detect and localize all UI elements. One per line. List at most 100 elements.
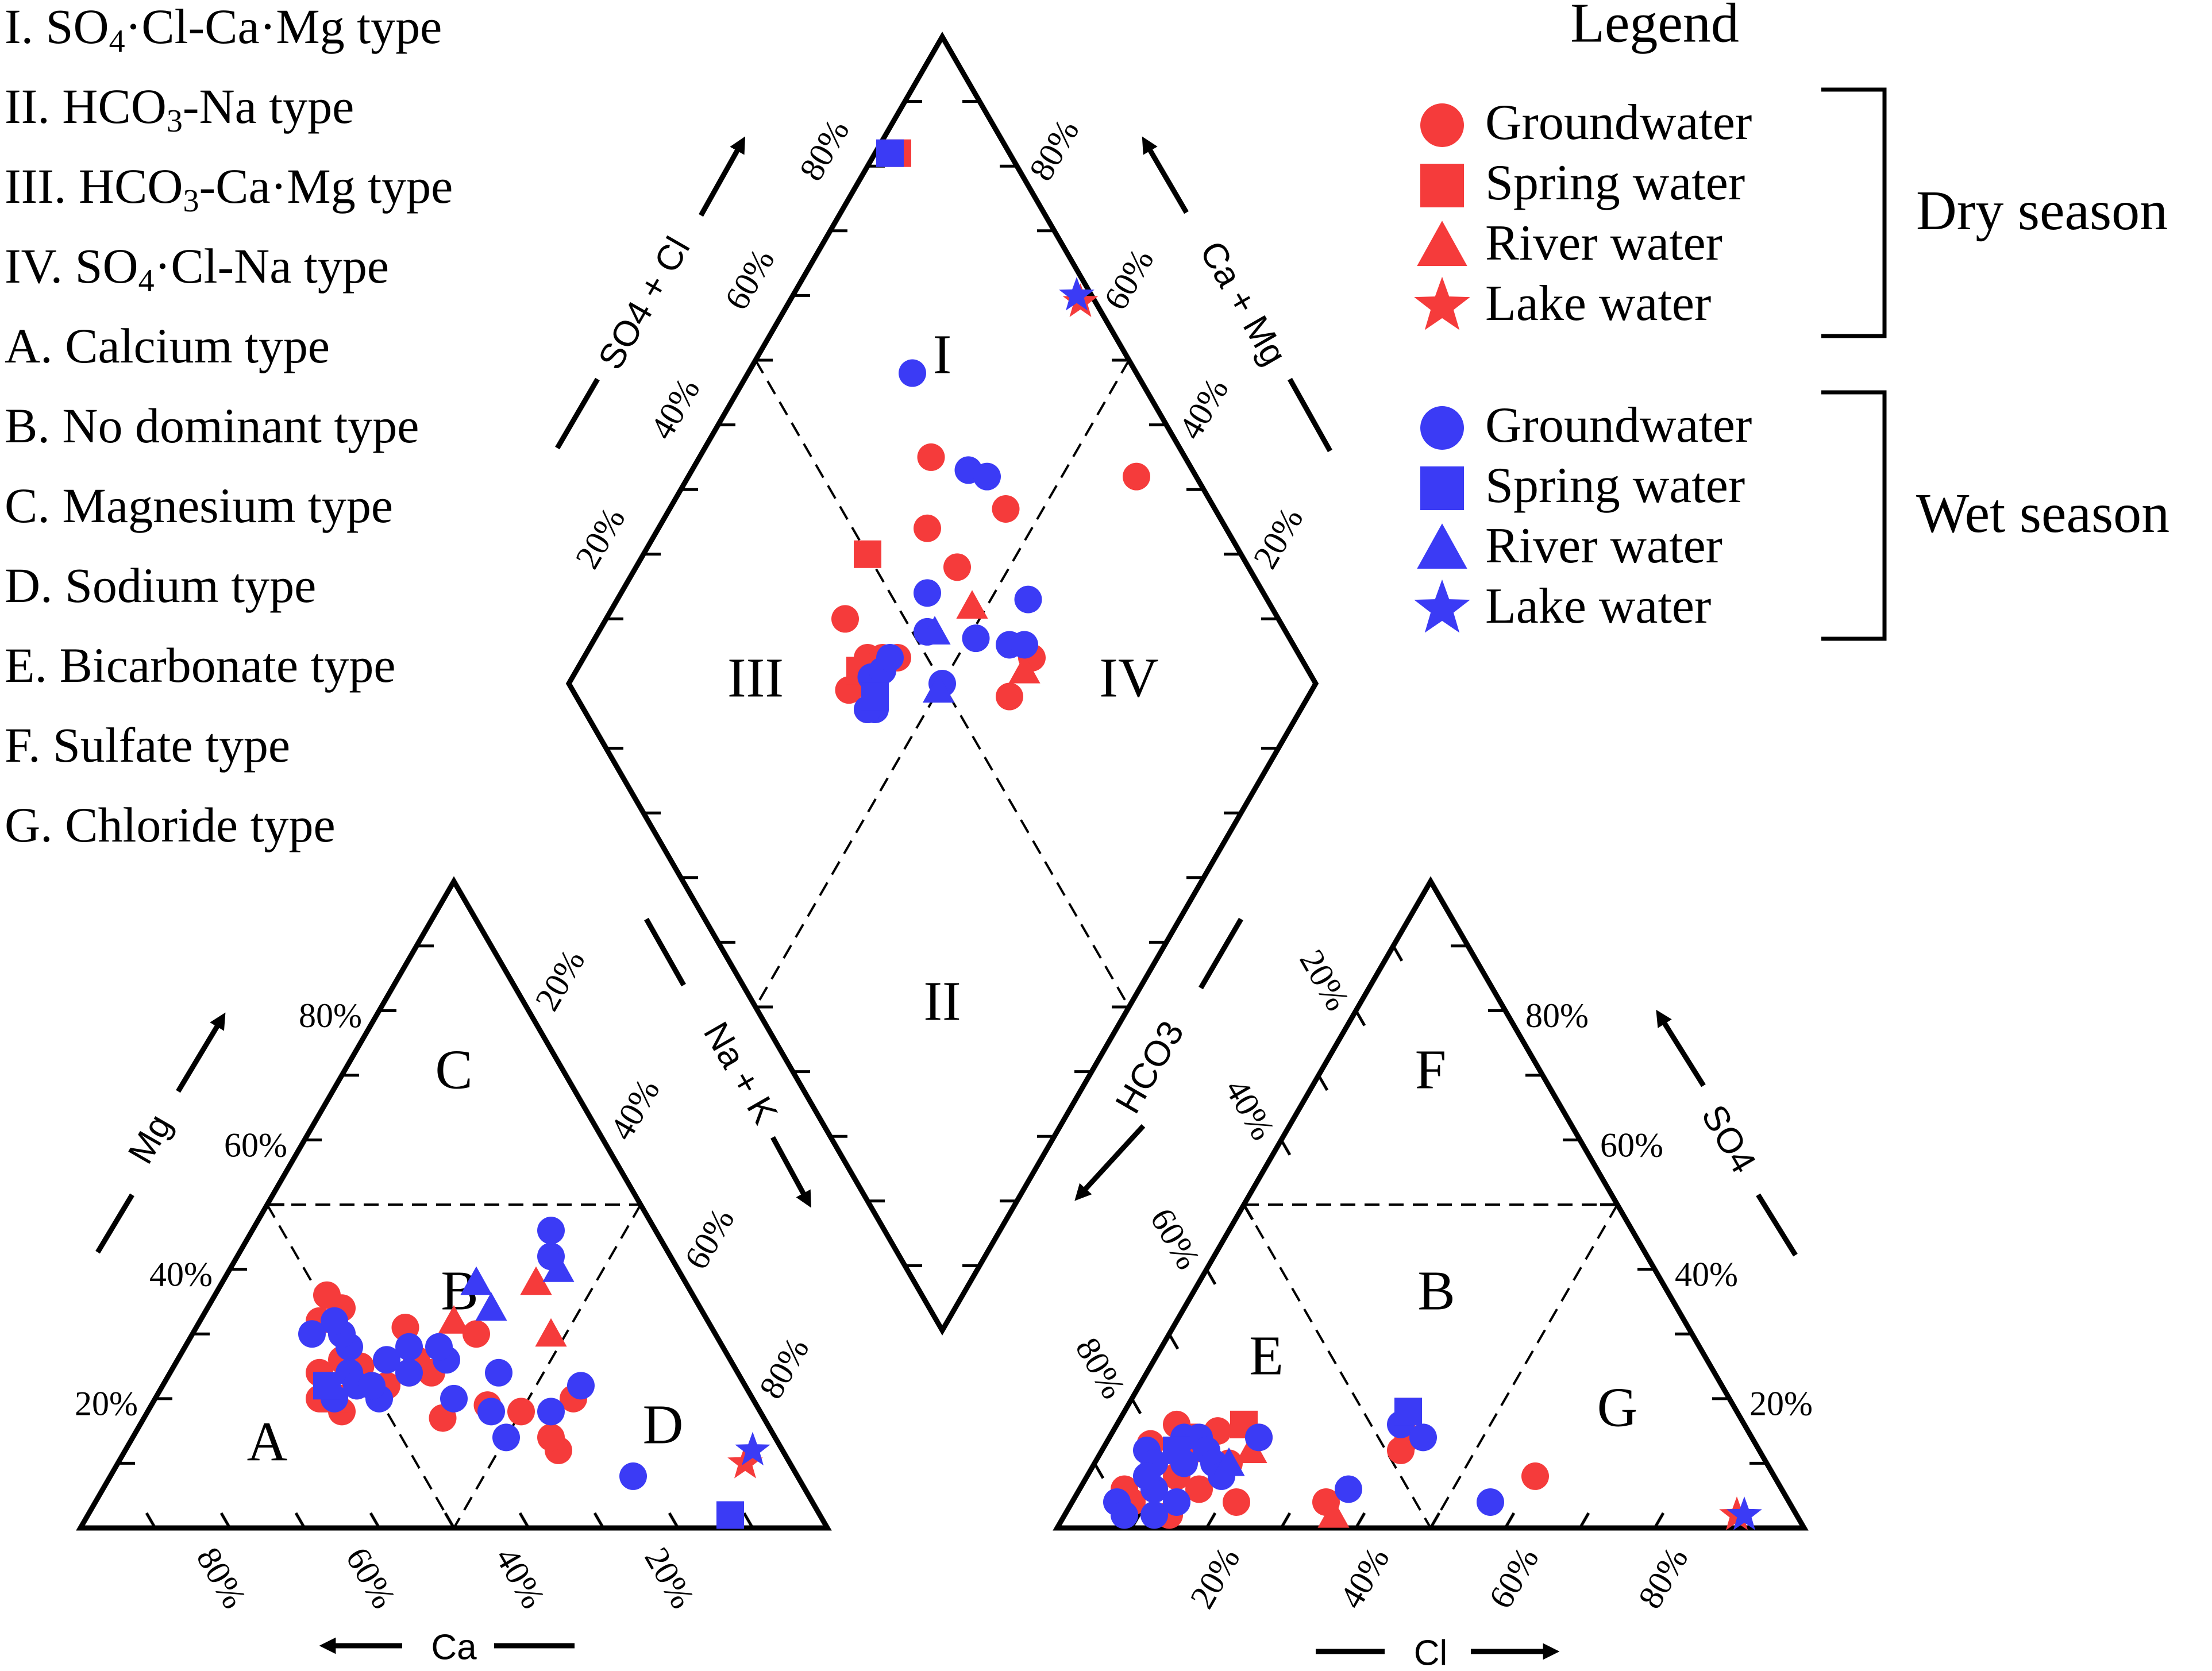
classification-item-text: ·Cl-Ca·Mg type xyxy=(125,0,442,54)
legend-item-label: River water xyxy=(1485,215,1722,271)
data-point xyxy=(507,1398,535,1426)
hco3-axis-line xyxy=(1199,917,1243,990)
classification-item: I. SO4·Cl-Ca·Mg type xyxy=(5,0,442,59)
data-point xyxy=(438,1305,470,1334)
data-point xyxy=(899,359,926,387)
anion-bottom-tick xyxy=(1205,1512,1217,1529)
data-point xyxy=(996,682,1023,711)
diamond-region-III: III xyxy=(727,647,784,709)
diamond-so4cl-tick-label: 20% xyxy=(568,501,633,575)
anion-left-tick xyxy=(1205,1268,1217,1285)
diamond-so4cl-tick-label: 40% xyxy=(643,372,707,445)
legend-item-label: Lake water xyxy=(1485,276,1711,331)
data-point xyxy=(1111,1501,1138,1529)
data-point xyxy=(460,1266,492,1295)
data-point xyxy=(1014,585,1042,613)
classification-item: D. Sodium type xyxy=(5,558,316,613)
data-point xyxy=(831,605,859,633)
data-point xyxy=(1223,1488,1250,1516)
data-point xyxy=(1008,654,1041,684)
data-point xyxy=(1163,1488,1190,1516)
diamond-camg-tick-label: 80% xyxy=(1022,113,1086,187)
so4-axis-arrow xyxy=(1656,1009,1706,1087)
anion-so4-tick-label: 60% xyxy=(1600,1126,1663,1164)
data-point xyxy=(1245,1423,1273,1452)
data-point xyxy=(1477,1488,1504,1516)
classification-item-text: A. Calcium type xyxy=(5,318,330,373)
cation-dash-line xyxy=(453,1204,642,1529)
data-point xyxy=(542,1253,575,1282)
anion-dash-line xyxy=(1429,1204,1618,1529)
anion-so4-tick-label: 80% xyxy=(1525,997,1589,1035)
diamond-so4cl-tick-label: 80% xyxy=(792,113,857,187)
cation-mg-tick-label: 80% xyxy=(299,997,362,1035)
axis-labels: 20%40%60%80%20%40%60%80%80%60%40%20%20%4… xyxy=(75,113,1813,1671)
cation-region-A: A xyxy=(247,1411,288,1473)
anion-left-tick xyxy=(1242,1203,1254,1221)
cation-ca-tick-label: 80% xyxy=(189,1541,253,1615)
diamond-camg-tick-label: 20% xyxy=(1246,501,1311,575)
data-point xyxy=(440,1384,468,1413)
anion-hco3-tick-label: 80% xyxy=(1068,1332,1132,1405)
legend-marker-square xyxy=(1420,164,1464,207)
hco3-axis-title: HCO3 xyxy=(1108,1014,1192,1120)
data-point xyxy=(492,1423,520,1452)
central-diamond xyxy=(565,31,1319,1336)
data-point xyxy=(477,1398,505,1426)
classification-item-text: B. No dominant type xyxy=(5,398,419,453)
diamond-camg-tick-label: 60% xyxy=(1097,242,1161,316)
anion-cl-tick-label: 20% xyxy=(1183,1541,1247,1615)
data-point xyxy=(861,682,889,711)
cation-mg-tick-label: 20% xyxy=(75,1385,138,1423)
ca-axis-title: Ca xyxy=(431,1627,477,1667)
mg-axis-arrow xyxy=(176,1012,226,1093)
anion-left-tick xyxy=(1167,1333,1180,1350)
data-point xyxy=(619,1462,647,1490)
cation-right-tick xyxy=(593,1124,605,1141)
classification-item-text: IV. SO xyxy=(5,238,138,294)
legend-group-label: Dry season xyxy=(1916,180,2168,242)
cation-region-D: D xyxy=(643,1394,684,1456)
data-point xyxy=(313,1281,341,1309)
data-point xyxy=(1409,1423,1437,1452)
anion-region-F: F xyxy=(1415,1039,1447,1101)
classification-item-subscript: 3 xyxy=(167,103,183,139)
classification-item: III. HCO3-Ca·Mg type xyxy=(5,159,453,219)
data-point xyxy=(520,1266,552,1295)
classification-item-subscript: 3 xyxy=(183,183,199,219)
legend-marker-circle xyxy=(1420,406,1464,450)
classification-item-text: -Na type xyxy=(183,79,354,134)
anion-left-tick xyxy=(1317,1074,1329,1091)
anion-bottom-tick xyxy=(1429,1512,1441,1529)
data-point xyxy=(876,643,904,672)
data-point xyxy=(1521,1462,1549,1490)
cation-ca-tick-label: 60% xyxy=(338,1541,403,1615)
camg-axis-line xyxy=(1288,377,1332,453)
classification-item: B. No dominant type xyxy=(5,398,419,453)
cation-mg-tick-label: 60% xyxy=(224,1126,287,1164)
cation-bottom-tick xyxy=(668,1512,680,1529)
data-point xyxy=(876,139,904,167)
data-point xyxy=(358,1372,386,1400)
cation-nak-tick-label: 80% xyxy=(752,1332,816,1405)
classification-item: A. Calcium type xyxy=(5,318,330,373)
anion-region-E: E xyxy=(1249,1325,1284,1387)
cation-nak-tick-label: 20% xyxy=(528,943,592,1017)
diamond-region-I: I xyxy=(933,323,952,385)
cation-right-tick xyxy=(518,995,530,1012)
data-point xyxy=(1394,1398,1422,1426)
anion-left-tick xyxy=(1093,1462,1105,1479)
cation-bottom-tick xyxy=(593,1512,605,1529)
legend-marker-star xyxy=(1414,579,1470,633)
legend-bracket xyxy=(1821,390,1887,641)
data-point xyxy=(854,540,881,568)
data-point xyxy=(1335,1475,1362,1503)
classification-item: G. Chloride type xyxy=(5,797,336,852)
data-point xyxy=(1185,1475,1213,1503)
classification-item-subscript: 4 xyxy=(138,263,155,299)
data-point xyxy=(373,1346,400,1374)
anion-bottom-tick xyxy=(1578,1512,1590,1529)
classification-item-text: F. Sulfate type xyxy=(5,717,290,773)
data-point xyxy=(914,579,941,607)
